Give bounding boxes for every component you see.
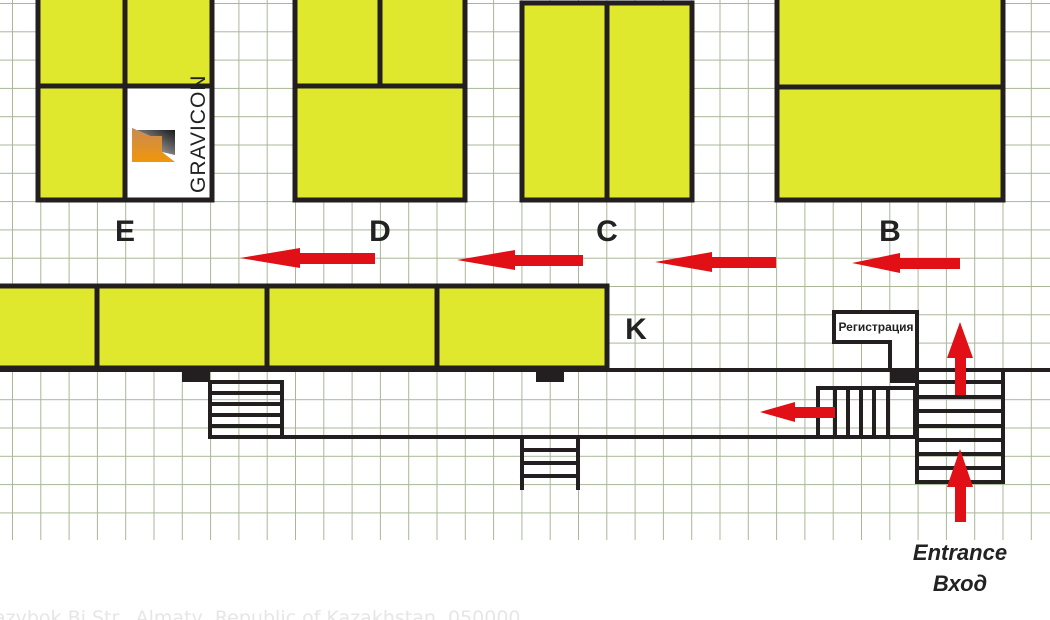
entrance-label-en: Entrance bbox=[913, 540, 1007, 565]
direction-arrows bbox=[240, 248, 973, 522]
corridor-walls bbox=[0, 310, 1050, 490]
logo-text: GRAVICON bbox=[187, 75, 210, 193]
hall-k-booths[interactable] bbox=[0, 283, 610, 371]
arrow-up-icon bbox=[947, 449, 973, 522]
gravicon-logo: GRAVICON bbox=[132, 75, 210, 193]
arrow-left-icon bbox=[655, 252, 776, 272]
address-text: azybok Bi Str., Almaty, Republic of Kaza… bbox=[0, 607, 521, 620]
door-markers bbox=[182, 368, 917, 383]
hall-label-c: C bbox=[596, 215, 618, 248]
registration-label: Регистрация bbox=[838, 320, 913, 334]
hall-label-b: B bbox=[879, 215, 901, 248]
arrow-left-icon bbox=[240, 248, 375, 268]
hall-d-booths[interactable] bbox=[292, 0, 468, 203]
arrow-left-icon bbox=[760, 402, 835, 422]
arrow-up-icon bbox=[947, 322, 973, 395]
entrance-label-ru: Вход bbox=[933, 571, 987, 596]
hall-b-booths[interactable] bbox=[774, 0, 1006, 203]
hall-label-d: D bbox=[369, 215, 391, 248]
hall-label-k: K bbox=[625, 313, 647, 346]
hall-e-booths[interactable] bbox=[35, 0, 215, 203]
arrow-left-icon bbox=[852, 253, 960, 273]
hall-label-e: E bbox=[115, 215, 135, 248]
hall-c-booths[interactable] bbox=[519, 0, 695, 203]
arrow-left-icon bbox=[457, 250, 583, 270]
